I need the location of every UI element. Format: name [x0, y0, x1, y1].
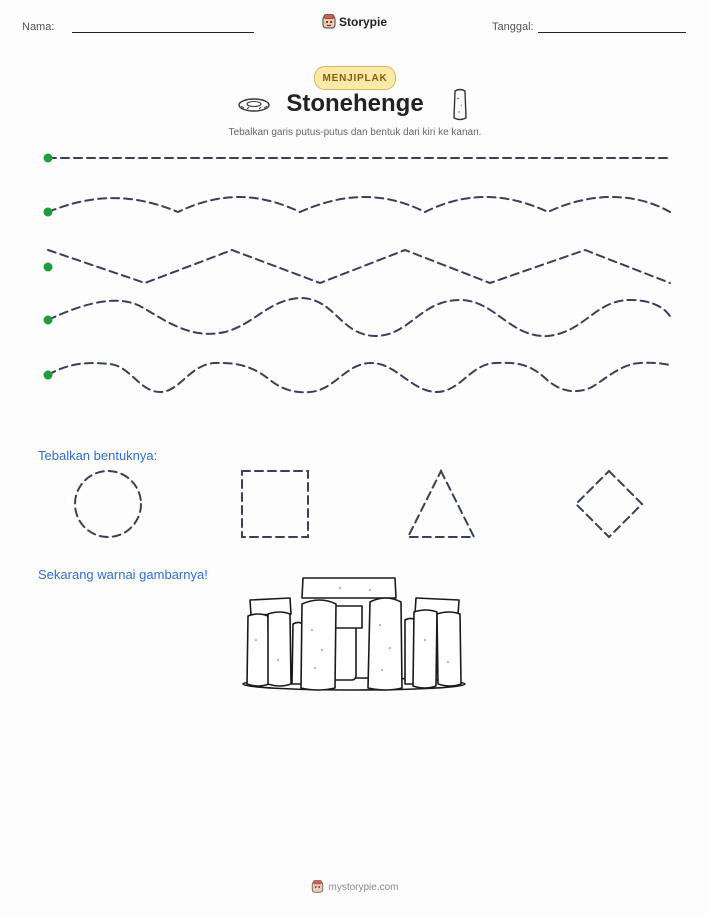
stonehenge-illustration[interactable] — [240, 572, 470, 694]
tracing-shape-circle[interactable] — [74, 470, 142, 538]
tracing-line-zigzag[interactable] — [47, 248, 671, 285]
start-dot-3 — [43, 262, 53, 272]
start-dot-5 — [43, 370, 53, 380]
tracing-lines-area — [43, 153, 673, 394]
tracing-shape-diamond[interactable] — [574, 469, 644, 539]
footer: mystorypie.com — [260, 880, 450, 894]
activity-badge: MENJIPLAK — [314, 66, 396, 90]
date-field-line[interactable] — [538, 32, 686, 33]
storypie-mascot-icon — [322, 14, 336, 29]
brand-name: Storypie — [339, 15, 388, 29]
shapes-section-label: Tebalkan bentuknya: — [38, 448, 158, 463]
footer-url[interactable]: mystorypie.com — [328, 881, 399, 893]
instruction-text: Tebalkan garis putus-putus dan bentuk da… — [228, 127, 482, 138]
tracing-line-wave[interactable] — [47, 296, 673, 338]
name-field-line[interactable] — [72, 32, 254, 33]
stone-ring-icon — [238, 98, 270, 112]
coloring-section-label: Sekarang warnai gambarnya! — [38, 567, 208, 582]
tracing-line-bumpy-wave[interactable] — [47, 361, 673, 394]
tracing-shape-triangle[interactable] — [406, 468, 476, 538]
tracing-line-gentle-wave[interactable] — [47, 196, 671, 214]
worksheet-title: Stonehenge — [286, 90, 424, 117]
standing-stone-icon — [453, 88, 467, 121]
storypie-mascot-icon — [312, 880, 324, 893]
name-label: Nama: — [22, 21, 55, 33]
date-label: Tanggal: — [492, 21, 534, 33]
tracing-shapes-area — [74, 468, 644, 539]
tracing-shape-square[interactable] — [241, 470, 309, 538]
start-dot-1 — [43, 153, 53, 163]
brand-logo: Storypie — [322, 14, 387, 30]
start-dot-2 — [43, 207, 53, 217]
start-dot-4 — [43, 315, 53, 325]
